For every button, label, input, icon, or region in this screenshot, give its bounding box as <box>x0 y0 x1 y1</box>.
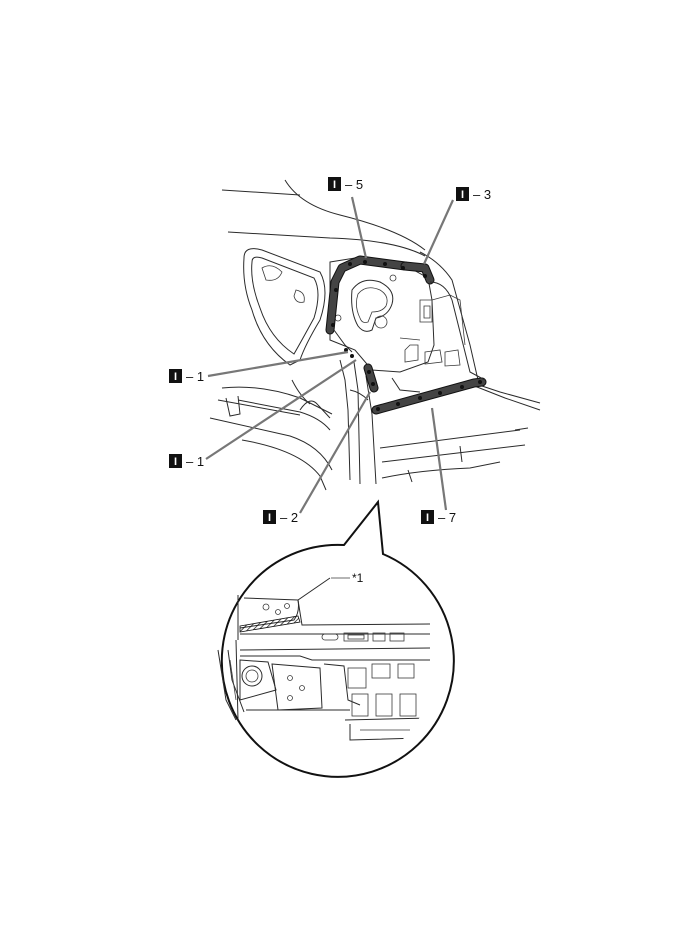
callout-3: I – 3 <box>456 187 491 202</box>
hatched-sealer-area <box>239 615 301 633</box>
badge-icon <box>263 510 276 524</box>
detail-marker-label: *1 <box>352 571 364 585</box>
leader-lines <box>205 196 455 514</box>
badge-letter: I <box>333 179 336 191</box>
sealer-application-areas <box>325 255 487 415</box>
callout-label: – 3 <box>473 187 491 202</box>
detail-view: *1 <box>217 499 455 778</box>
badge-letter: I <box>174 456 177 468</box>
callout-7: I – 7 <box>421 510 456 525</box>
detail-contents <box>217 577 431 741</box>
badge-letter: I <box>174 371 177 383</box>
callout-label: – 1 <box>186 454 204 469</box>
badge-letter: I <box>461 189 464 201</box>
callout-1a: I – 1 <box>169 369 204 384</box>
callout-label: – 2 <box>280 510 298 525</box>
callout-5: I – 5 <box>328 177 363 192</box>
callout-2: I – 2 <box>263 510 298 525</box>
badge-letter: I <box>426 512 429 524</box>
badge-icon <box>421 510 434 524</box>
callout-label: – 1 <box>186 369 204 384</box>
badge-letter: I <box>268 512 271 524</box>
leader-2 <box>299 391 371 514</box>
callout-1b: I – 1 <box>169 454 204 469</box>
leader-1a <box>207 350 349 378</box>
badge-icon <box>169 454 182 468</box>
vehicle-rear-body-illustration <box>209 179 541 491</box>
leader-7 <box>430 407 448 511</box>
callout-label: – 7 <box>438 510 456 525</box>
leader-5 <box>350 196 368 259</box>
badge-icon <box>169 369 182 383</box>
callout-label: – 5 <box>345 177 363 192</box>
leader-3 <box>422 199 455 265</box>
badge-icon <box>328 177 341 191</box>
leader-1b <box>205 359 357 460</box>
badge-icon <box>456 187 469 201</box>
detail-magnifier-outline <box>220 499 455 778</box>
